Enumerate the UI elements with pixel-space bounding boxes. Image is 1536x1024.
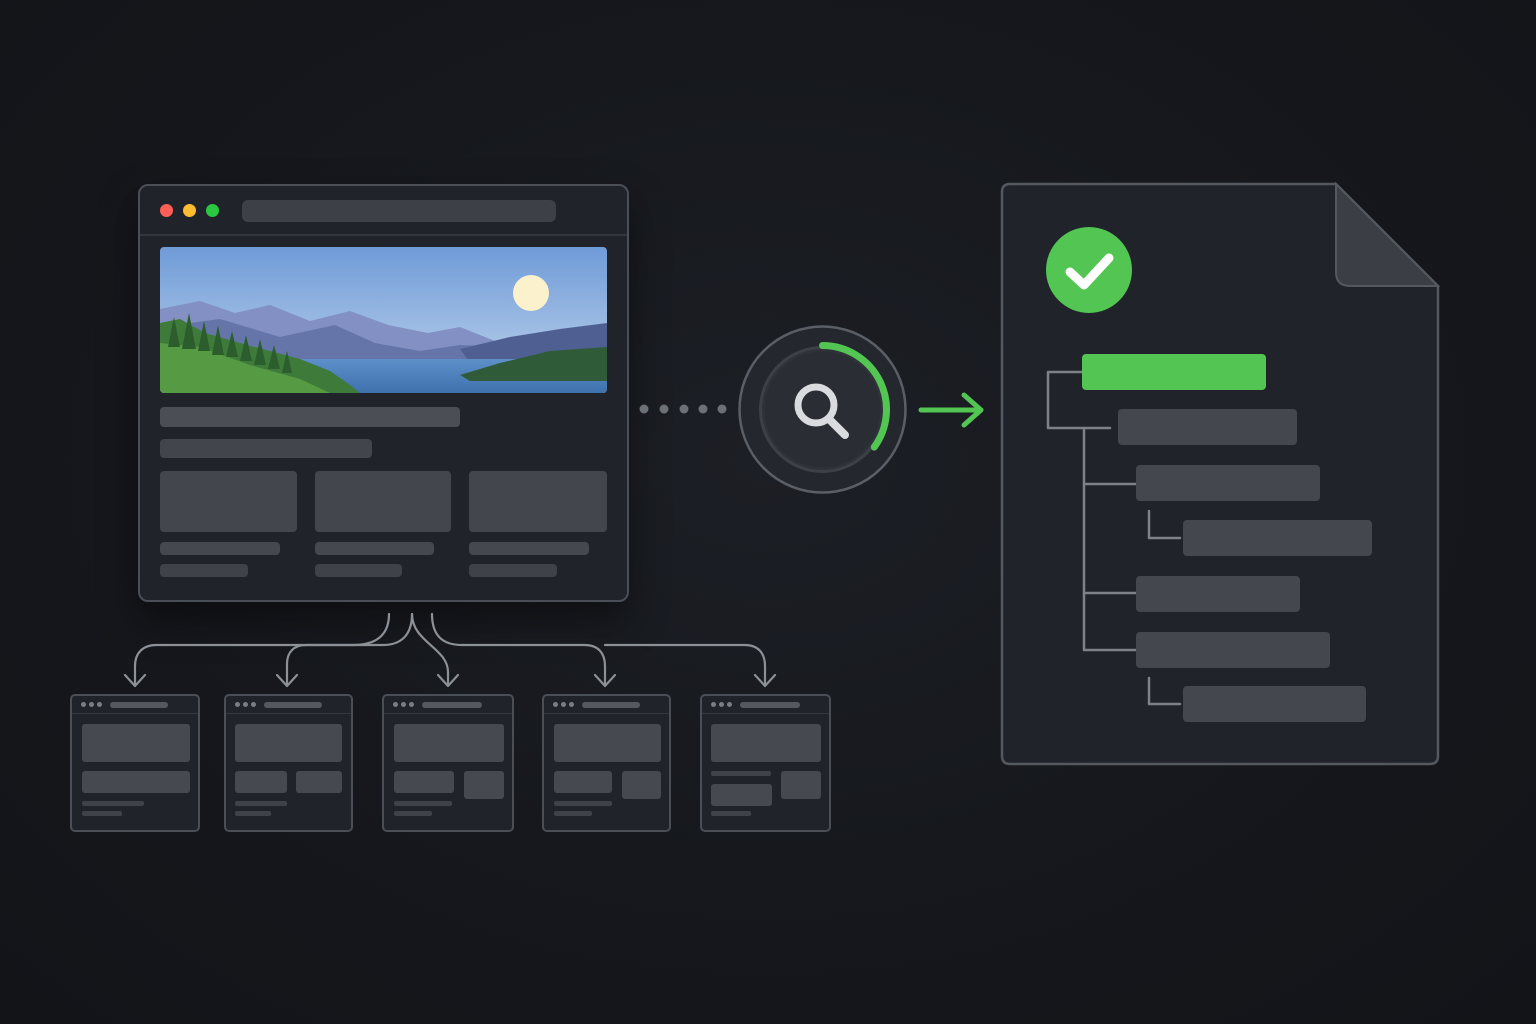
tree-node [1118, 409, 1297, 445]
content-subtitle-bar [160, 439, 372, 458]
child-titlebar [544, 696, 669, 714]
tree-root-node [1082, 354, 1266, 390]
child-block [781, 771, 821, 799]
close-dot-icon [160, 204, 173, 217]
child-titlebar [72, 696, 198, 714]
tree-node [1136, 632, 1330, 668]
main-browser-window [138, 184, 629, 602]
tree-node [1183, 520, 1372, 556]
card-caption-line [469, 542, 589, 555]
child-page-window-1 [70, 694, 200, 832]
child-block [394, 724, 504, 762]
progress-arc [819, 342, 890, 451]
document-fold [1335, 182, 1441, 287]
card-caption-line [160, 542, 280, 555]
child-block [711, 784, 772, 806]
branch-arrow-4 [430, 612, 607, 686]
arrow-right-icon [918, 392, 984, 428]
child-block [464, 771, 504, 799]
card-caption-line [160, 564, 248, 577]
child-block [296, 771, 342, 793]
content-card [160, 471, 297, 532]
dotted-connector [639, 404, 727, 414]
child-titlebar [702, 696, 829, 714]
address-bar [242, 200, 556, 222]
branch-arrow-3 [410, 612, 450, 686]
child-block [394, 771, 454, 793]
child-block [235, 771, 287, 793]
child-page-window-2 [224, 694, 353, 832]
child-block [235, 724, 342, 762]
check-circle-icon [1046, 227, 1132, 313]
child-page-window-5 [700, 694, 831, 832]
card-caption-line [315, 542, 434, 555]
child-block [554, 724, 661, 762]
child-block [711, 724, 821, 762]
browser-titlebar [140, 186, 627, 236]
search-icon [794, 383, 849, 439]
child-block [82, 724, 190, 762]
card-caption-line [315, 564, 402, 577]
branch-arrow-5 [603, 643, 767, 686]
maximize-dot-icon [206, 204, 219, 217]
tree-node [1183, 686, 1366, 722]
minimize-dot-icon [183, 204, 196, 217]
child-titlebar [384, 696, 512, 714]
tree-node [1136, 465, 1320, 501]
branch-arrow-1 [133, 612, 391, 686]
branch-arrow-2 [285, 612, 414, 686]
card-caption-line [469, 564, 557, 577]
child-block [554, 771, 612, 793]
content-card [469, 471, 607, 532]
hero-landscape-image [160, 247, 607, 393]
tree-connectors [1046, 370, 1182, 706]
content-card [315, 471, 451, 532]
child-block [82, 771, 190, 793]
tree-node [1136, 576, 1300, 612]
scanner-progress [738, 325, 907, 494]
child-page-window-3 [382, 694, 514, 832]
child-page-window-4 [542, 694, 671, 832]
landscape-illustration [160, 247, 607, 393]
content-title-bar [160, 407, 460, 427]
sun-icon [513, 275, 549, 311]
child-block [622, 771, 661, 799]
child-titlebar [226, 696, 351, 714]
